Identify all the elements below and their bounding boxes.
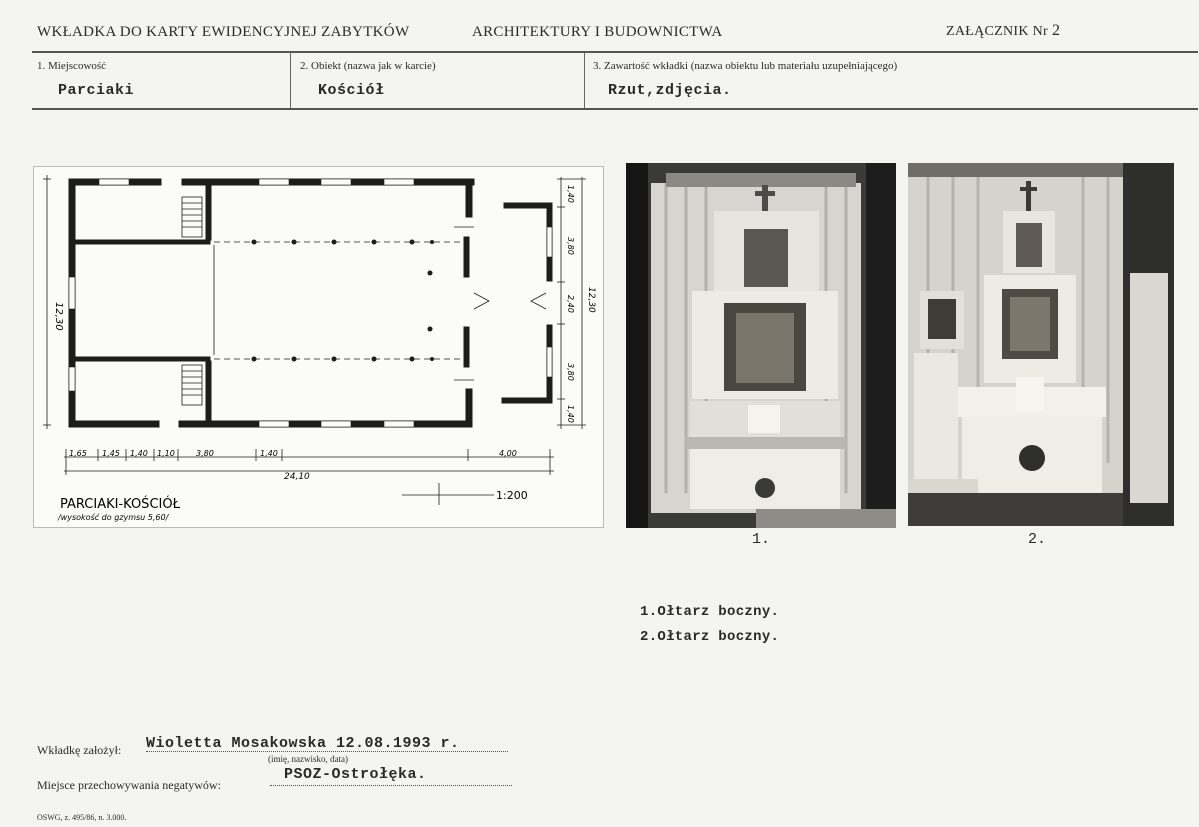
field-divider-2 <box>584 53 585 108</box>
field-value-contents: Rzut,zdjęcia. <box>608 82 732 99</box>
field-value-locality: Parciaki <box>58 82 135 99</box>
plan-dim-bottom-3: 1,40 <box>130 449 148 458</box>
plan-column <box>251 239 257 245</box>
plan-window <box>98 178 130 186</box>
plan-wall <box>465 388 473 428</box>
plan-window <box>546 346 553 378</box>
field-divider-1 <box>290 53 291 108</box>
plan-title: PARCIAKI-KOŚCIÓŁ <box>60 496 181 512</box>
plan-wall <box>74 239 211 245</box>
plan-column <box>409 239 415 245</box>
print-id: OSWG, z. 495/86, n. 3.000. <box>37 813 127 822</box>
plan-altar <box>473 292 490 310</box>
creator-label: Wkładkę założył: <box>37 743 122 757</box>
photo-side-altar-1 <box>626 163 896 528</box>
plan-window <box>68 366 76 392</box>
plan-wall <box>503 202 553 209</box>
storage-dotted-line <box>270 785 512 786</box>
plan-column <box>291 356 297 362</box>
floor-plan-drawing: 12,30 1,40 3,80 2,40 3,80 1,40 12,30 <box>33 166 604 528</box>
attachment-number-value: 2 <box>1051 22 1061 39</box>
plan-scale: 1:200 <box>496 489 528 502</box>
plan-dim-bottom-1: 1,65 <box>69 449 87 458</box>
plan-wall <box>463 236 470 278</box>
altar-photo-1-image <box>626 163 896 528</box>
plan-column <box>427 270 433 276</box>
floor-plan-svg: 12,30 1,40 3,80 2,40 3,80 1,40 12,30 <box>43 175 596 522</box>
plan-window <box>546 226 553 258</box>
plan-wall <box>205 184 212 241</box>
plan-column <box>427 326 433 332</box>
creator-note: (imię, nazwisko, data) <box>268 754 348 764</box>
plan-window <box>258 178 290 186</box>
fields-rule <box>32 108 1198 110</box>
photo-1-number: 1. <box>752 531 771 548</box>
plan-column <box>409 356 415 362</box>
plan-window <box>383 420 415 428</box>
plan-column <box>371 239 377 245</box>
plan-stair <box>181 196 203 238</box>
plan-column <box>331 239 337 245</box>
header-rule <box>32 51 1198 53</box>
altar-photo-2-image <box>908 163 1174 526</box>
plan-window <box>68 276 76 310</box>
plan-window <box>320 420 352 428</box>
plan-column <box>291 239 297 245</box>
plan-wall <box>465 178 473 218</box>
plan-dim-right-5: 1,40 <box>566 405 575 423</box>
plan-altar <box>530 292 547 310</box>
photo-2-number: 2. <box>1028 531 1047 548</box>
plan-note: /wysokość do gzymsu 5,60/ <box>57 512 170 522</box>
plan-window <box>258 420 290 428</box>
card-title: WKŁADKA DO KARTY EWIDENCYJNEJ ZABYTKÓW <box>37 24 410 40</box>
plan-wall <box>205 360 212 422</box>
plan-dim-right-total: 12,30 <box>586 287 596 313</box>
creator-value: Wioletta Mosakowska 12.08.1993 r. <box>146 735 460 752</box>
plan-column <box>430 357 434 361</box>
plan-stair <box>181 364 203 406</box>
plan-wall <box>463 326 470 368</box>
plan-dim-bottom-6: 1,40 <box>260 449 278 458</box>
plan-window <box>320 178 352 186</box>
plan-column <box>371 356 377 362</box>
plan-dim-bottom-4: 1,10 <box>157 449 175 458</box>
storage-label: Miejsce przechowywania negatywów: <box>37 778 221 792</box>
field-label-locality: 1. Miejscowość <box>37 60 107 72</box>
plan-window <box>383 178 415 186</box>
plan-dim-bottom-5: 3,80 <box>196 449 214 458</box>
photo-side-altar-2 <box>908 163 1174 526</box>
plan-wall <box>74 356 211 362</box>
plan-dim-right-3: 2,40 <box>566 295 575 313</box>
attachment-label: ZAŁĄCZNIK Nr <box>946 24 1048 39</box>
plan-dim-right-2: 3,80 <box>566 237 575 255</box>
storage-value: PSOZ-Ostrołęka. <box>284 766 427 783</box>
card-subtitle: ARCHITEKTURY I BUDOWNICTWA <box>472 24 723 40</box>
plan-dim-total-width: 24,10 <box>284 472 310 482</box>
plan-dim-right-1: 1,40 <box>566 185 575 203</box>
plan-dim-total-height: 12,30 <box>53 302 64 331</box>
plan-column <box>331 356 337 362</box>
caption-1: 1.Ołtarz boczny. <box>640 604 780 620</box>
creator-dotted-line <box>146 751 508 752</box>
plan-dim-bottom-2: 1,45 <box>102 449 120 458</box>
plan-wall <box>68 420 160 428</box>
caption-2: 2.Ołtarz boczny. <box>640 629 780 645</box>
plan-column <box>430 240 434 244</box>
field-label-object: 2. Obiekt (nazwa jak w karcie) <box>300 60 436 72</box>
field-label-contents: 3. Zawartość wkładki (nazwa obiektu lub … <box>593 60 898 72</box>
field-value-object: Kościół <box>318 82 385 99</box>
plan-dim-bottom-7: 4,00 <box>499 449 517 458</box>
plan-dim-right-4: 3,80 <box>566 363 575 381</box>
plan-wall <box>501 397 553 404</box>
plan-column <box>251 356 257 362</box>
